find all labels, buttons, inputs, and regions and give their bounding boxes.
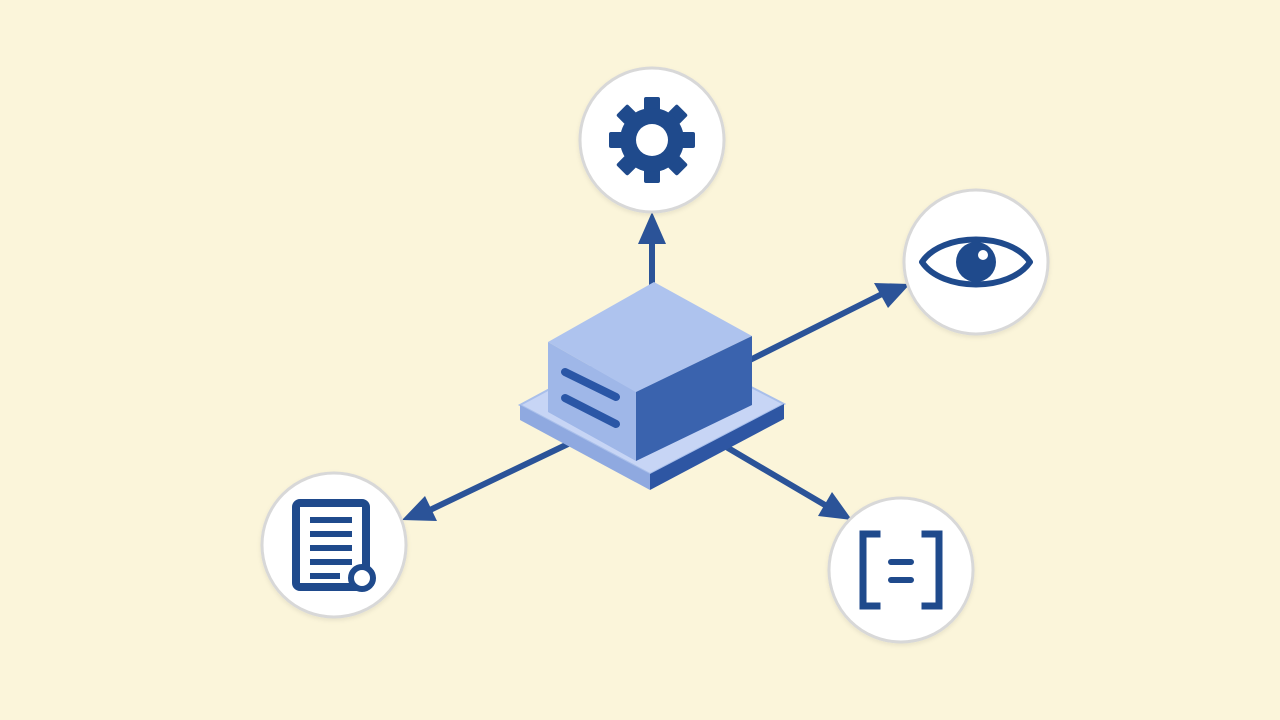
node-view — [902, 188, 1050, 336]
hub-server — [517, 282, 787, 490]
arrowhead-view — [874, 283, 910, 308]
connector-data — [725, 445, 852, 520]
node-document — [260, 471, 408, 619]
hub-slot-upper — [561, 368, 620, 401]
arrowhead-settings — [638, 212, 666, 244]
node-settings — [578, 66, 726, 214]
arrowhead-data — [818, 492, 852, 520]
node-data-circle — [827, 496, 975, 644]
hub-box-top — [548, 282, 752, 392]
hub-base-right — [650, 404, 784, 490]
hub-slot-lower — [561, 394, 620, 428]
bracket-equals-icon — [859, 530, 943, 610]
connector-document — [402, 441, 571, 521]
hub-box-side — [636, 336, 752, 461]
eye-icon — [919, 236, 1033, 288]
hub-base-left — [520, 405, 650, 490]
document-icon — [292, 499, 376, 592]
node-data — [827, 496, 975, 644]
arrowhead-document — [402, 496, 437, 521]
gear-icon — [609, 97, 695, 183]
connector-view — [747, 283, 910, 363]
